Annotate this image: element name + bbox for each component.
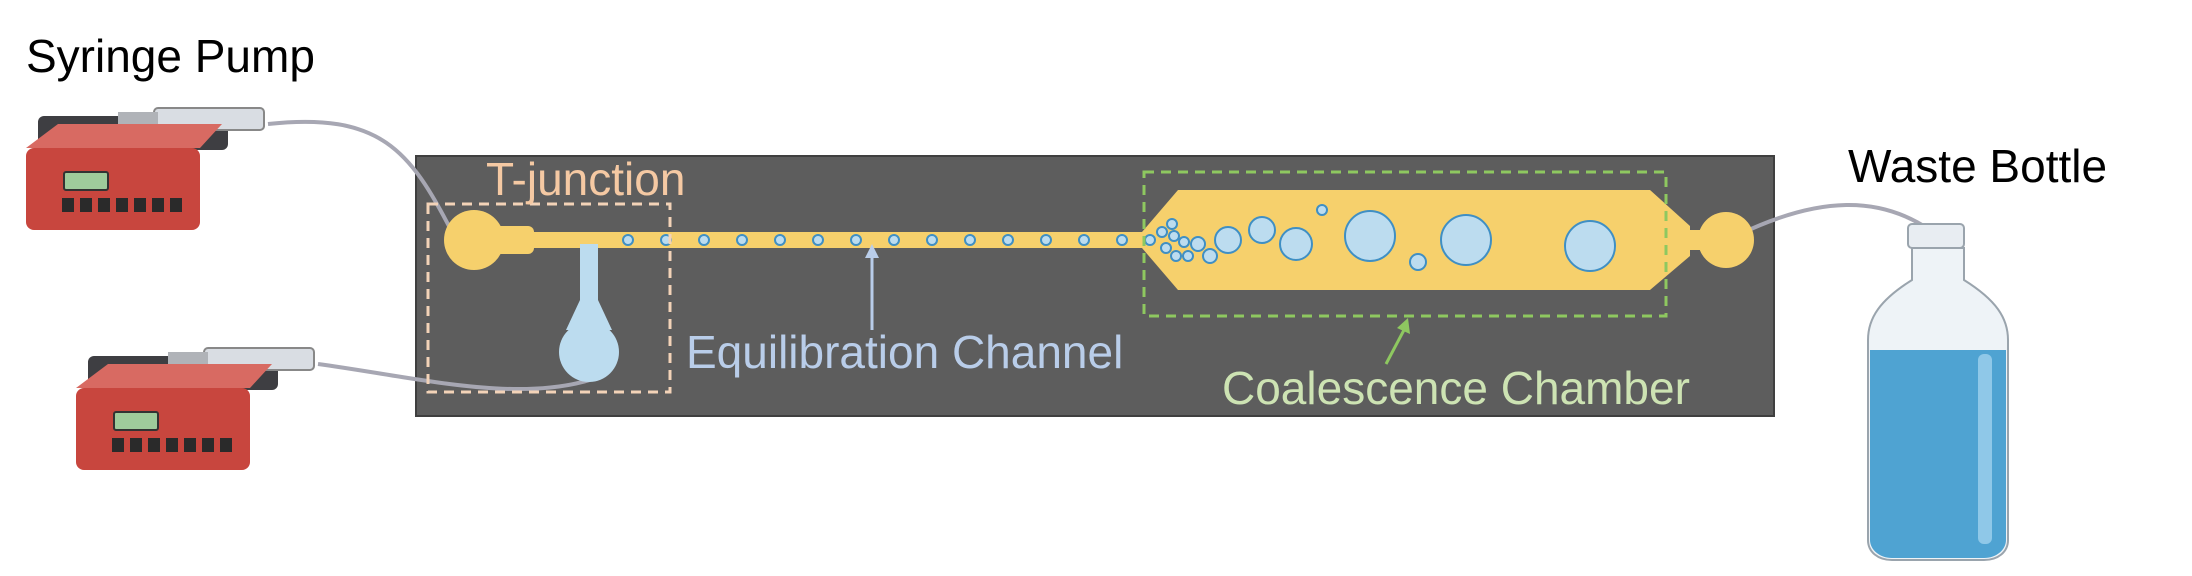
pump-body: [76, 388, 250, 470]
droplet: [1564, 220, 1616, 272]
tubing-pump-2: [317, 362, 597, 392]
droplet: [1160, 242, 1172, 254]
droplet: [774, 234, 786, 246]
droplet: [698, 234, 710, 246]
pump-body: [26, 148, 200, 230]
tubing-waste: [1739, 203, 1932, 236]
droplet: [1214, 226, 1242, 254]
droplet: [1168, 230, 1180, 242]
droplet: [1279, 227, 1313, 261]
bottle-highlight: [1978, 354, 1992, 544]
droplet: [1156, 226, 1168, 238]
syringe-pump-bottom: [76, 347, 315, 470]
droplet: [622, 234, 634, 246]
aqueous-inlet-funnel: [566, 300, 612, 330]
equilibration-pointer: [865, 244, 879, 330]
pump-syringe-plunger: [118, 112, 158, 126]
t-junction-label: T-junction: [486, 153, 685, 205]
droplet: [1344, 210, 1396, 262]
droplet: [1040, 234, 1052, 246]
droplet: [926, 234, 938, 246]
droplet: [1144, 234, 1156, 246]
droplet: [1178, 236, 1190, 248]
droplet: [1190, 236, 1206, 252]
pump-buttons: [112, 438, 232, 452]
pump-top-face: [76, 364, 272, 388]
droplet: [1078, 234, 1090, 246]
pump-syringe-plunger: [168, 352, 208, 366]
coalescence-pointer: [1384, 318, 1410, 365]
droplet: [1440, 214, 1492, 266]
syringe-pump-top: [26, 107, 265, 230]
equilibration-channel-body: [520, 232, 1142, 248]
aqueous-inlet: [559, 244, 619, 382]
aqueous-inlet-port: [559, 322, 619, 382]
coalescence-chamber-box: [1142, 170, 1668, 318]
droplet: [1002, 234, 1014, 246]
droplet: [1316, 204, 1328, 216]
waste-bottle: [1867, 223, 2009, 561]
pump-display: [113, 411, 159, 431]
droplets: [622, 204, 1616, 272]
t-junction-box: [426, 202, 672, 394]
droplet: [1182, 250, 1194, 262]
syringe-pump-label: Syringe Pump: [26, 30, 315, 82]
bottle-cap: [1907, 223, 1965, 249]
droplet: [1170, 250, 1182, 262]
coalescence-chamber-label: Coalescence Chamber: [1222, 362, 1690, 414]
equilibration-channel-label: Equilibration Channel: [686, 326, 1123, 378]
bottle-liquid: [1870, 350, 2006, 558]
droplet: [964, 234, 976, 246]
droplet: [850, 234, 862, 246]
inlet-port: [444, 210, 504, 270]
waste-bottle-label: Waste Bottle: [1848, 140, 2107, 192]
pump-top-face: [26, 124, 222, 148]
droplet: [736, 234, 748, 246]
droplet: [1409, 253, 1427, 271]
droplet: [888, 234, 900, 246]
pump-buttons: [62, 198, 182, 212]
droplet: [1166, 218, 1178, 230]
coalescence-chamber-body: [1142, 190, 1690, 290]
droplet: [1116, 234, 1128, 246]
droplet: [1202, 248, 1218, 264]
channel-network: [444, 190, 1754, 290]
droplet: [812, 234, 824, 246]
droplet: [1248, 216, 1276, 244]
pump-display: [63, 171, 109, 191]
outlet-port: [1698, 212, 1754, 268]
